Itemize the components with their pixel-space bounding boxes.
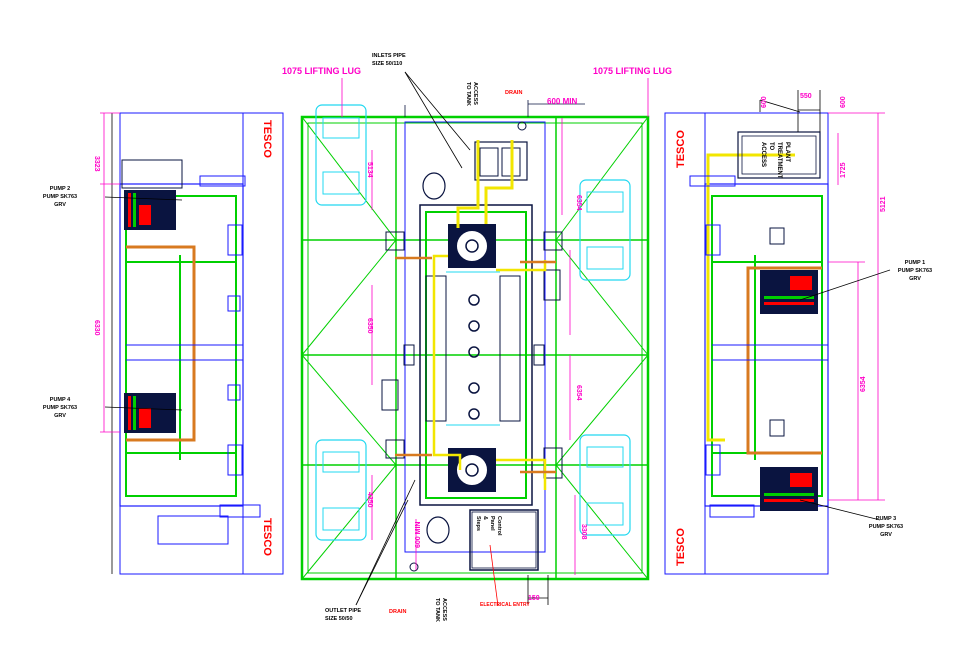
pump-3-label: PUMP 3	[876, 516, 896, 522]
pump-4-model-label: PUMP SK763	[43, 405, 77, 411]
pump-leaders	[104, 196, 891, 521]
control-panel-label-2: Panel	[489, 516, 495, 531]
min-600-top-label: 600 MIN	[547, 97, 577, 106]
control-panel-label: Control	[496, 516, 502, 536]
access-bottom-label: ACCESS	[441, 598, 447, 621]
control-panel-label-3: &	[482, 516, 488, 520]
pump-4-label: PUMP 4	[50, 397, 71, 403]
pump-labels: PUMP 2 PUMP SK763 GRV PUMP 4 PUMP SK763 …	[43, 186, 932, 538]
dimension-center-6350: 6350	[366, 318, 373, 334]
brand-markings: TESCO TESCO TESCO TESCO	[261, 120, 687, 566]
dimension-left-6330: 6330	[93, 320, 100, 336]
lifting-lug-right-label: 1075 LIFTING LUG	[593, 66, 672, 76]
pump-4-grv-label: GRV	[54, 413, 66, 419]
tesco-brand-right-bottom: TESCO	[675, 528, 687, 566]
inlets-pipe-label: INLETS PIPE	[372, 53, 406, 59]
access-treatment-label-2: TO	[768, 142, 774, 151]
center-plan	[300, 71, 650, 607]
dimension-center-6354b: 6354	[575, 385, 582, 401]
access-treatment-label-4: PLANT	[784, 142, 790, 162]
drawing-labels: 1075 LIFTING LUG 1075 LIFTING LUG INLETS…	[282, 53, 790, 622]
access-bottom-label-2: TO TANK	[434, 598, 440, 622]
dimension-center-3308: 3308	[580, 524, 587, 540]
dimension-right-5121: 5121	[880, 196, 887, 212]
right-elevation	[664, 90, 885, 575]
outlet-pipe-size-label: SIZE 50/50	[325, 616, 353, 622]
dimension-right-550: 550	[800, 93, 812, 100]
left-elevation	[100, 112, 284, 575]
tesco-brand-left-top: TESCO	[261, 120, 273, 158]
min-600-bottom-label: 600 MIN	[415, 522, 422, 548]
dimension-center-5134: 5134	[366, 162, 373, 178]
pump-3-grv-label: GRV	[880, 532, 892, 538]
lifting-lug-left-label: 1075 LIFTING LUG	[282, 66, 361, 76]
dimension-center-6354: 6354	[575, 195, 582, 211]
access-treatment-label: ACCESS	[760, 142, 766, 167]
access-treatment-label-3: TREATMENT	[776, 142, 782, 179]
pump-1-model-label: PUMP SK763	[898, 268, 932, 274]
pump-2-label: PUMP 2	[50, 186, 70, 192]
pump-1-grv-label: GRV	[909, 276, 921, 282]
dimension-right-6354: 6354	[860, 376, 867, 392]
control-panel-label-4: Steps	[475, 516, 481, 531]
dimension-center-4350: 4350	[366, 492, 373, 508]
access-top-label-2: TO TANK	[465, 82, 471, 106]
dimension-left-3323: 3323	[93, 156, 100, 172]
drain-bottom-label: DRAIN	[389, 609, 406, 615]
electrical-entry-label: ELECTRICAL ENTRY	[480, 602, 530, 608]
dimension-150-label: 150	[528, 595, 540, 602]
dimension-labels: 3323 6330 5134 6350 4350 6354 6354 3308 …	[93, 93, 887, 540]
tesco-brand-right-top: TESCO	[675, 130, 687, 168]
dimension-right-1725: 1725	[840, 162, 847, 178]
pump-2-grv-label: GRV	[54, 202, 66, 208]
pump-1-label: PUMP 1	[905, 260, 925, 266]
dimension-right-600: 600	[761, 96, 768, 108]
tesco-brand-left-bottom: TESCO	[261, 518, 273, 556]
dimension-right-600b: 600	[840, 96, 847, 108]
pump-2-model-label: PUMP SK763	[43, 194, 77, 200]
inlets-pipe-size-label: SIZE 50/110	[372, 61, 402, 67]
outlet-pipe-label: OUTLET PIPE	[325, 608, 361, 614]
access-top-label: ACCESS	[472, 82, 478, 105]
pump-3-model-label: PUMP SK763	[869, 524, 903, 530]
drain-top-label: DRAIN	[505, 90, 522, 96]
